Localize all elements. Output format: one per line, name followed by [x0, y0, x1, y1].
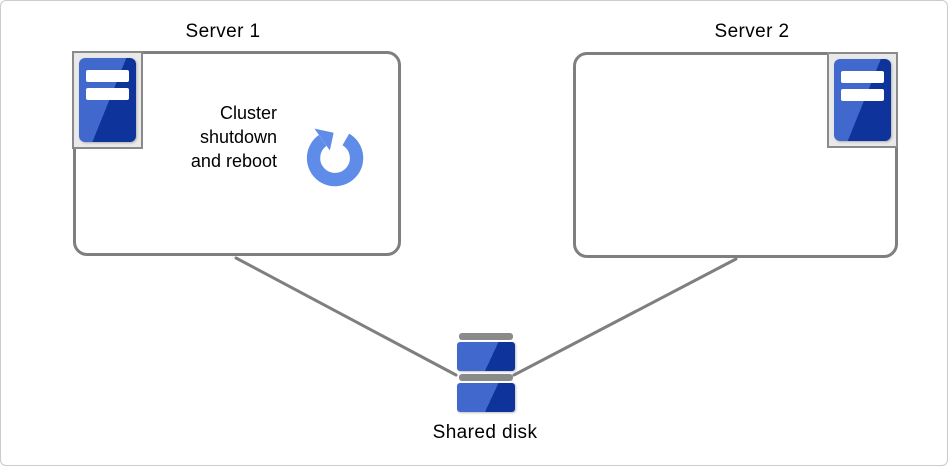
server1-icon-frame	[72, 51, 143, 149]
disk-cap	[459, 374, 513, 381]
server-slot	[841, 89, 884, 101]
server2-icon-frame	[827, 52, 898, 148]
disk-platter	[457, 342, 515, 371]
server-slot	[86, 70, 129, 82]
server-slot	[86, 88, 129, 100]
connector-server1-disk	[234, 256, 458, 377]
server2-label: Server 2	[714, 21, 790, 42]
disk-platter	[457, 383, 515, 412]
connector-server2-disk	[512, 257, 738, 377]
reload-arrow-icon	[306, 128, 364, 187]
server1-label: Server 1	[185, 21, 261, 42]
server1-annotation: Cluster shutdown and reboot	[190, 103, 277, 171]
server-slot	[841, 71, 884, 83]
server-tower-icon	[834, 59, 891, 141]
server-tower-icon	[79, 58, 136, 142]
shared-disk-label: Shared disk	[432, 422, 538, 443]
disk-cap	[459, 333, 513, 340]
disk-stack-icon	[457, 333, 515, 412]
